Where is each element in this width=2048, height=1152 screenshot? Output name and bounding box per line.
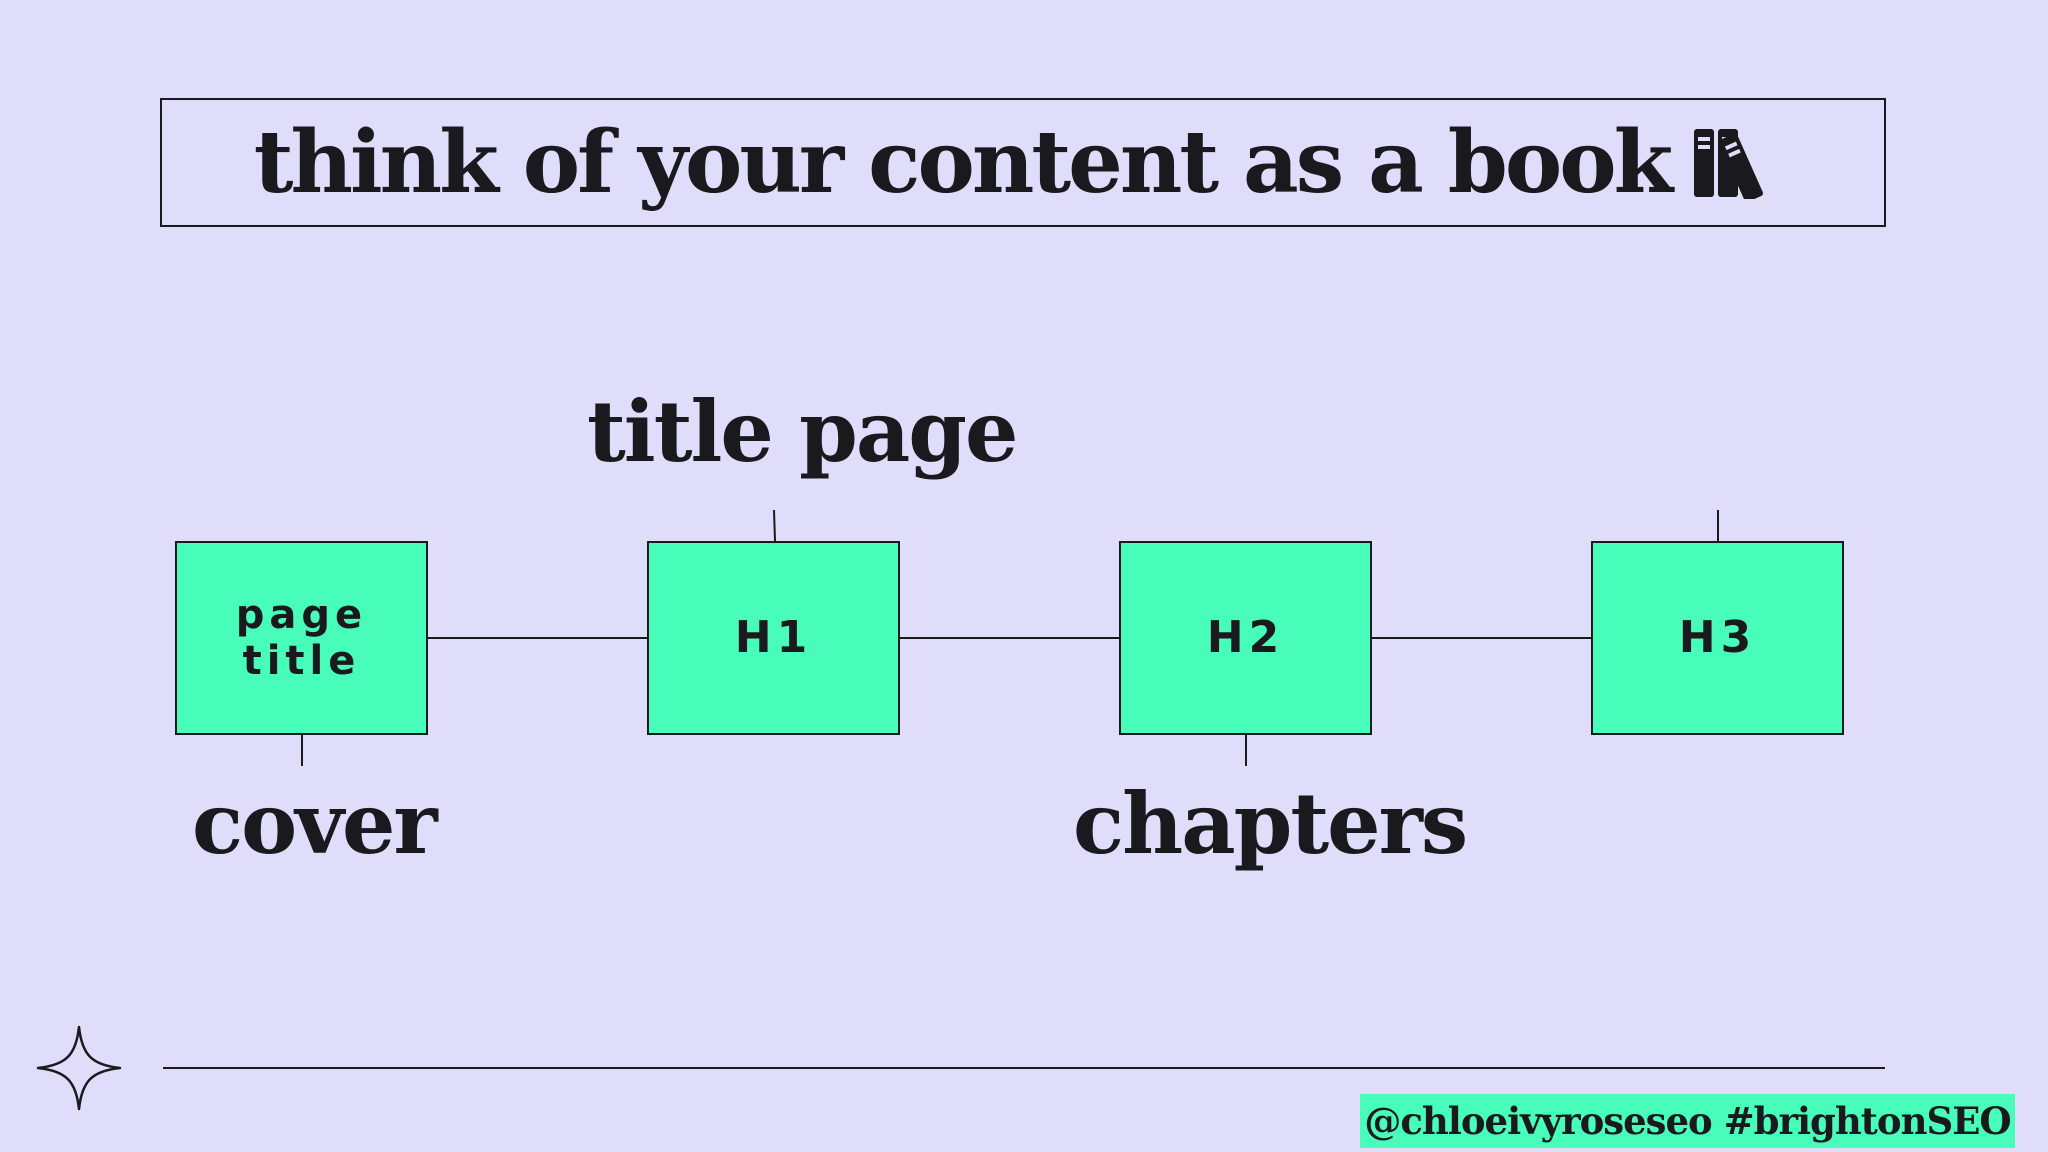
footer-handle: @chloeivyroseseo #brightonSEO xyxy=(1360,1094,2015,1148)
node-h1: H1 xyxy=(647,541,900,735)
title-box: think of your content as a book xyxy=(160,98,1886,227)
node-page-title-line2: title xyxy=(242,638,361,684)
node-page-title-line1: page xyxy=(235,592,368,638)
node-h1-label: H1 xyxy=(734,611,813,663)
slide-title: think of your content as a book xyxy=(253,111,1673,213)
node-h2-label: H2 xyxy=(1206,611,1285,663)
label-title-page: title page xyxy=(587,382,1018,481)
four-point-star-icon xyxy=(36,1025,122,1111)
node-h3: H3 xyxy=(1591,541,1844,735)
node-page-title: page title xyxy=(175,541,428,735)
node-h3-label: H3 xyxy=(1678,611,1757,663)
tick-title-page xyxy=(773,509,776,542)
label-chapters: chapters xyxy=(1073,774,1468,873)
books-icon xyxy=(1694,128,1764,199)
footer-divider xyxy=(163,1067,1885,1069)
node-h2: H2 xyxy=(1119,541,1372,735)
label-cover: cover xyxy=(192,774,438,873)
